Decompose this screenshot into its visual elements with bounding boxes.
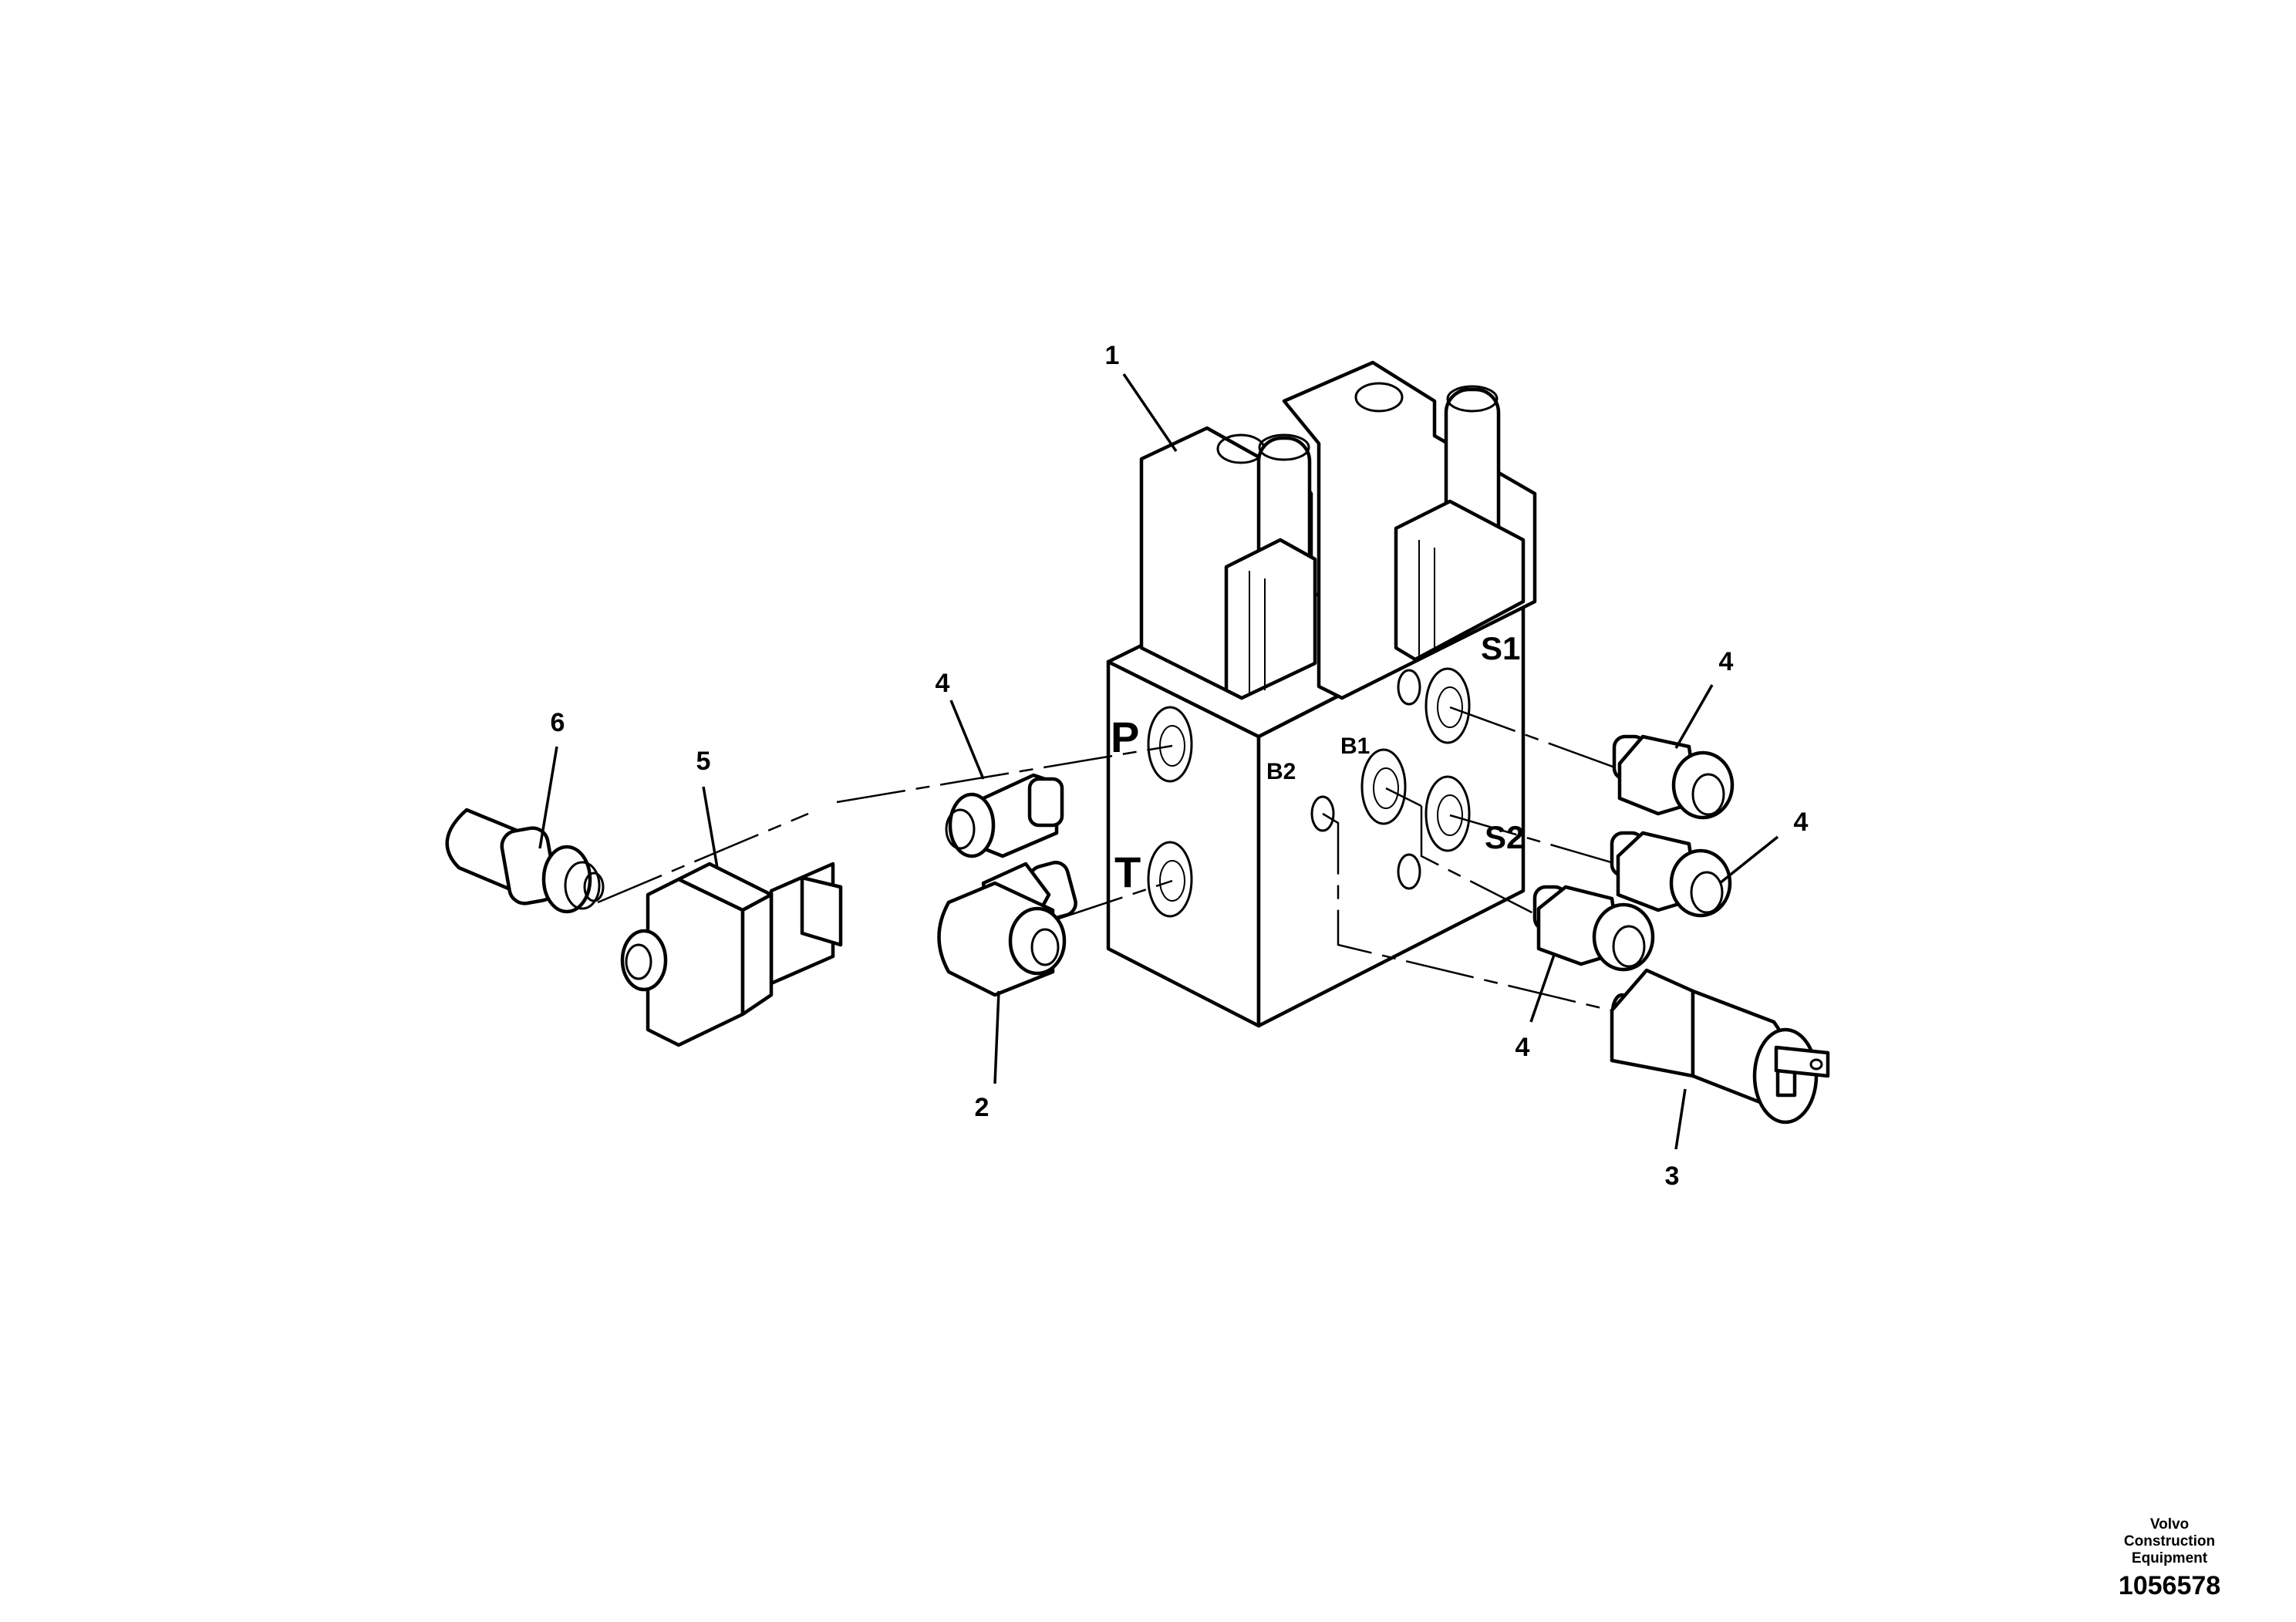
part-3-pressure-switch	[1610, 968, 1830, 1125]
callout-5: 5	[696, 747, 711, 776]
port-label-b1: B1	[1340, 733, 1370, 759]
part-2-elbow-fitting	[937, 861, 1077, 997]
port-label-b2: B2	[1266, 759, 1296, 784]
credit-company: Volvo Construction	[2123, 1516, 2216, 1549]
part-6-cap	[445, 808, 605, 914]
part-4-fitting-s2	[1610, 831, 1732, 918]
drawing-number: 1056578	[2118, 1571, 2221, 1600]
callout-4-s2: 4	[1793, 808, 1809, 837]
callout-1: 1	[1104, 341, 1120, 370]
callout-2: 2	[974, 1093, 990, 1122]
part-4-fitting-b1	[1532, 885, 1655, 972]
leader-lines	[538, 373, 1779, 1150]
callout-6: 6	[550, 708, 565, 737]
callout-4-s1: 4	[1718, 647, 1734, 676]
callout-4-p: 4	[935, 669, 950, 698]
callout-4-b1: 4	[1515, 1033, 1530, 1062]
port-holes	[1147, 667, 1471, 918]
callout-3: 3	[1664, 1162, 1680, 1191]
credit-company-line2: Equipment	[2131, 1550, 2208, 1566]
part-4-fitting-p	[945, 773, 1064, 858]
port-label-t: T	[1114, 848, 1141, 896]
part-4-fitting-s1	[1612, 734, 1735, 820]
port-label-s2: S2	[1485, 819, 1524, 855]
solenoid-coils	[1139, 360, 1537, 700]
credit-block: Volvo Construction Equipment 1056578	[2106, 1516, 2233, 1601]
port-label-s1: S1	[1481, 630, 1520, 666]
part-5-tee-fitting	[620, 862, 843, 1047]
